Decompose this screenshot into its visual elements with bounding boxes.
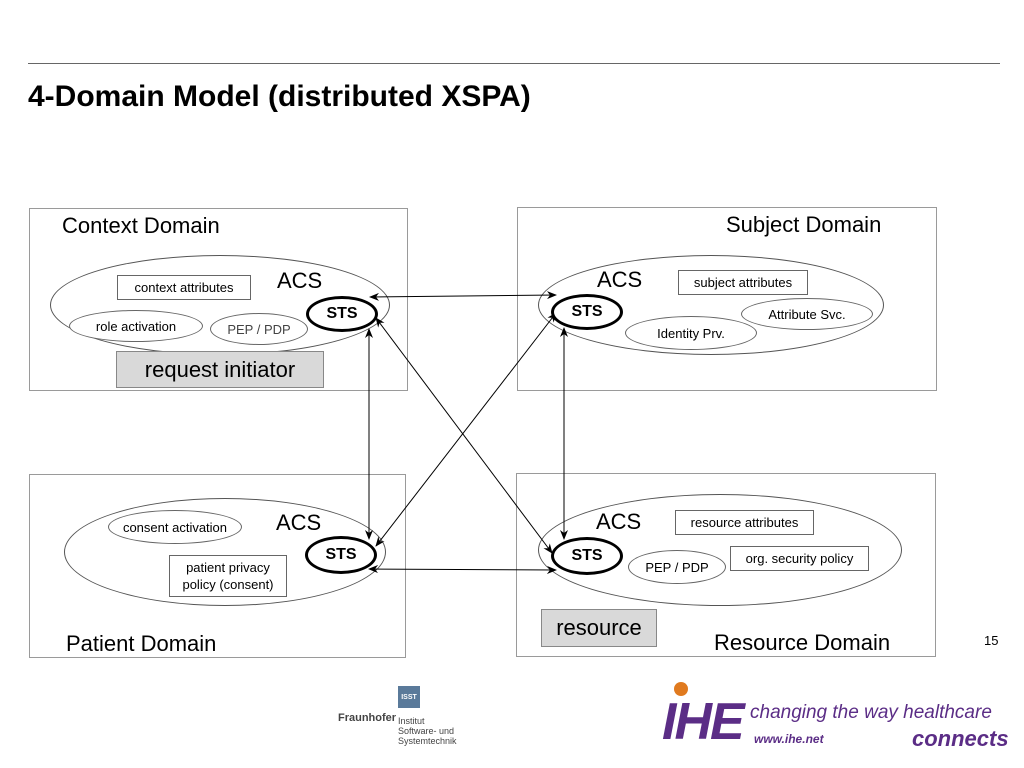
patient-privacy-policy-box: patient privacy policy (consent) xyxy=(169,555,287,597)
context-acs-label: ACS xyxy=(277,268,323,293)
org-security-policy-box: org. security policy xyxy=(730,546,869,571)
resource-acs-label: ACS xyxy=(596,509,642,534)
page-number: 15 xyxy=(984,633,999,648)
subject-sts-node: STS xyxy=(551,294,623,330)
resource-sts-node: STS xyxy=(551,537,623,575)
institute-name: Institut Software- und Systemtechnik xyxy=(398,716,457,746)
resource-pep-pdp-oval: PEP / PDP xyxy=(628,550,726,584)
context-attributes-box: context attributes xyxy=(117,275,251,300)
arrow-context-subject xyxy=(369,291,557,301)
arrow-context-resource xyxy=(375,317,553,554)
context-sts-node: STS xyxy=(306,296,378,332)
subject-domain-label: Subject Domain xyxy=(726,212,882,237)
context-domain-label: Context Domain xyxy=(62,213,220,238)
attribute-svc-oval: Attribute Svc. xyxy=(741,298,873,330)
ihe-dot-icon xyxy=(674,682,688,696)
subject-acs-ellipse xyxy=(538,255,884,355)
role-activation-oval: role activation xyxy=(69,310,203,342)
ihe-connects: connects xyxy=(912,726,1009,751)
fraunhofer-wordmark: Fraunhofer xyxy=(338,712,397,724)
institute-line1: Institut xyxy=(398,716,425,726)
privacy-policy-line1: patient privacy xyxy=(186,560,270,575)
patient-domain-label: Patient Domain xyxy=(66,631,217,656)
title-rule xyxy=(28,63,1000,64)
arrow-patient-subject xyxy=(375,312,557,547)
ihe-tagline: changing the way healthcare xyxy=(750,702,992,723)
consent-activation-oval: consent activation xyxy=(108,510,242,544)
ihe-logo: IHE changing the way healthcare www.ihe.… xyxy=(662,682,1009,754)
subject-attributes-box: subject attributes xyxy=(678,270,808,295)
patient-sts-node: STS xyxy=(305,536,377,574)
resource-attributes-box: resource attributes xyxy=(675,510,814,535)
ihe-wordmark: IHE xyxy=(662,693,745,751)
institute-line3: Systemtechnik xyxy=(398,736,457,746)
arrow-patient-resource xyxy=(368,565,557,574)
isst-badge-icon: ISST xyxy=(398,686,420,708)
resource-domain-label: Resource Domain xyxy=(714,630,891,655)
subject-acs-label: ACS xyxy=(597,267,643,292)
identity-prv-oval: Identity Prv. xyxy=(625,316,757,350)
privacy-policy-line2: policy (consent) xyxy=(182,577,274,592)
request-initiator-box: request initiator xyxy=(116,351,324,388)
page-title: 4-Domain Model (distributed XSPA) xyxy=(28,80,531,113)
context-pep-pdp-oval: PEP / PDP xyxy=(210,313,308,345)
institute-line2: Software- und xyxy=(398,726,455,736)
ihe-url: www.ihe.net xyxy=(754,732,824,746)
patient-acs-label: ACS xyxy=(276,510,322,535)
resource-box: resource xyxy=(541,609,657,647)
